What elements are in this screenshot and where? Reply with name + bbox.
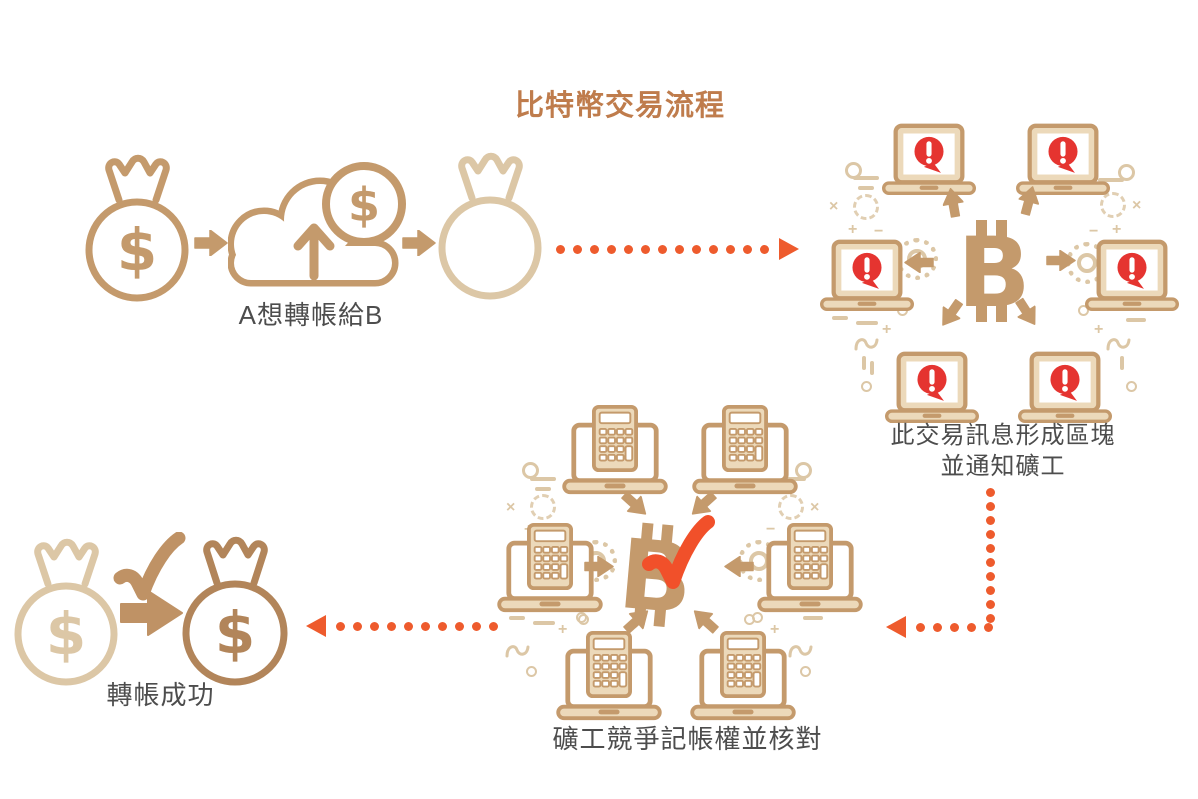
laptop-alert-icon — [1018, 346, 1112, 430]
dotted-arrow-right — [556, 238, 799, 260]
decor-circle — [1126, 381, 1137, 392]
decor-line — [803, 616, 823, 620]
decor-line — [1120, 356, 1124, 370]
arrow-icon — [584, 556, 614, 577]
step-label-transfer-request: A想轉帳給B — [238, 300, 384, 330]
decor-minus: − — [874, 223, 884, 240]
arrow-icon — [904, 252, 934, 273]
arrowhead — [779, 238, 799, 260]
decor-plus: + — [882, 321, 892, 338]
dollar-sign: $ — [215, 599, 255, 667]
decor-minus: − — [766, 521, 776, 538]
decor-minus: − — [1089, 223, 1099, 240]
decor-line — [1098, 178, 1124, 182]
dollar-sign: $ — [46, 600, 86, 668]
decor-cross: × — [829, 198, 839, 215]
cloud-upload-icon: $ — [228, 162, 406, 287]
decor-line — [780, 477, 806, 481]
decor-line — [856, 321, 878, 325]
dotted-arrow-left — [886, 616, 993, 638]
check-icon — [642, 515, 715, 589]
calculator-laptop-icon — [692, 404, 798, 496]
arrowhead — [886, 616, 906, 638]
decor-cross: × — [506, 499, 516, 516]
decor-circle — [800, 666, 811, 677]
decor-burst — [530, 494, 556, 520]
decor-circle — [861, 381, 872, 392]
decor-line — [1126, 318, 1146, 322]
check-icon — [113, 532, 186, 601]
decor-plus: + — [848, 221, 858, 238]
step-label-miners-verify: 礦工競爭記帳權並核對 — [552, 724, 823, 754]
decor-burst — [778, 494, 804, 520]
decor-line — [858, 186, 874, 190]
dotted-arrow-down — [986, 488, 995, 623]
arrow-icon — [1046, 250, 1076, 271]
calculator-laptop-icon — [556, 630, 662, 722]
decor-circle — [1078, 305, 1089, 316]
decor-burst — [1100, 192, 1126, 218]
step-label-transfer-success: 轉帳成功 — [106, 680, 215, 710]
dollar-sign: $ — [348, 178, 380, 232]
decor-circle — [578, 614, 589, 625]
decor-plus: + — [558, 621, 568, 638]
decor-circle — [526, 666, 537, 677]
calculator-laptop-icon — [690, 630, 796, 722]
arrow-right-icon — [120, 590, 183, 636]
laptop-alert-icon — [820, 234, 914, 318]
decor-cross: × — [810, 499, 820, 516]
bitcoin-letter: B — [614, 519, 697, 632]
decor-circle — [744, 614, 755, 625]
laptop-alert-icon — [1085, 234, 1179, 318]
diagram-title: 比特幣交易流程 — [514, 90, 725, 122]
calculator-laptop-icon — [562, 404, 668, 496]
money-bag-icon: $ — [182, 536, 288, 686]
arrow-right-icon — [402, 230, 436, 256]
label-line-1: 此交易訊息形成區塊 — [890, 422, 1116, 449]
decor-line — [530, 477, 556, 481]
decor-cross: × — [1132, 197, 1142, 214]
laptop-alert-icon — [882, 118, 976, 202]
upload-arrow-icon — [293, 223, 335, 281]
step-label-block-broadcast: 此交易訊息形成區塊 並通知礦工 — [828, 420, 1178, 482]
decor-line — [509, 616, 525, 620]
money-bag-empty-icon — [438, 152, 542, 300]
decor-line — [832, 316, 848, 320]
calculator-laptop-icon — [757, 522, 863, 614]
laptop-alert-icon — [885, 346, 979, 430]
label-line-2: 並通知礦工 — [940, 453, 1066, 480]
decor-plus: + — [770, 621, 780, 638]
decor-line — [535, 487, 551, 491]
decor-line — [870, 361, 874, 375]
decor-plus: + — [1112, 221, 1122, 238]
arrow-right-icon — [194, 230, 228, 256]
dollar-coin-icon — [322, 162, 406, 246]
decor-squiggle — [854, 333, 880, 355]
decor-burst — [853, 194, 879, 220]
decor-circle — [1118, 164, 1135, 181]
arrow-icon — [724, 556, 754, 577]
decor-line — [533, 621, 555, 625]
decor-line — [853, 176, 879, 180]
decor-squiggle — [505, 640, 531, 662]
money-bag-icon: $ — [85, 154, 189, 302]
money-bag-faded-icon: $ — [14, 538, 118, 686]
dollar-sign: $ — [117, 216, 157, 284]
decor-line — [862, 356, 866, 370]
decor-plus: + — [1094, 321, 1104, 338]
arrowhead — [306, 615, 326, 637]
dotted-arrow-left — [306, 615, 498, 637]
bitcoin-icon: B — [614, 519, 697, 632]
